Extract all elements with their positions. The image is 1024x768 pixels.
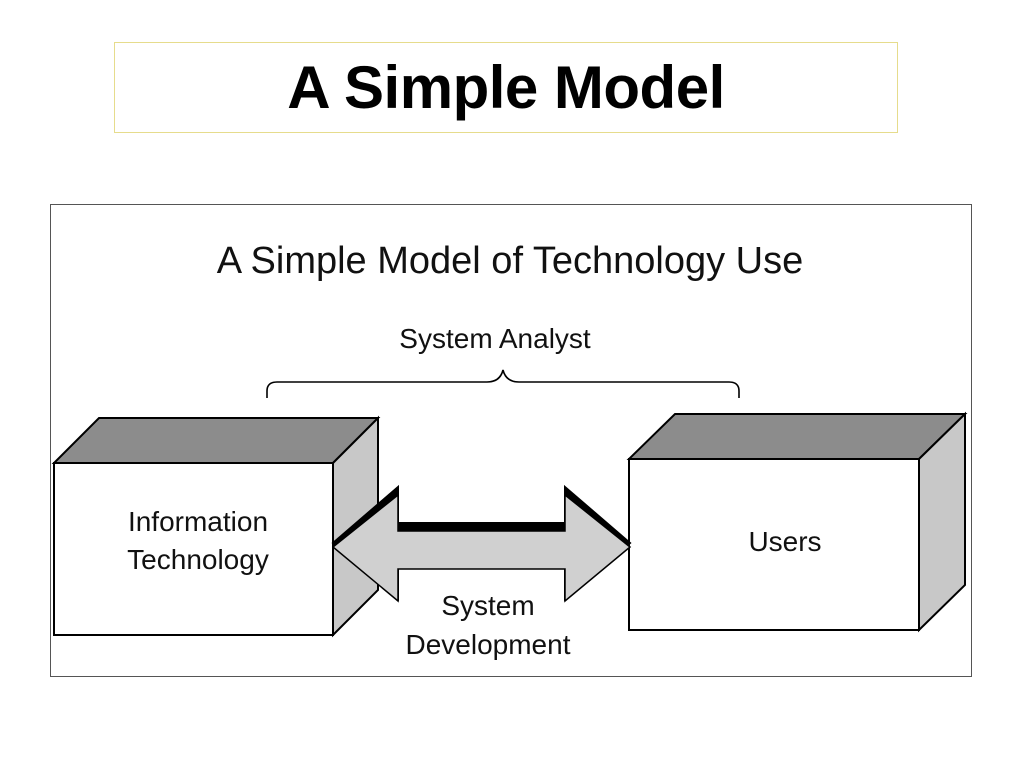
diagram-canvas: A Simple Model of Technology Use System … [51,240,968,660]
arrow-label-line2: Development [406,629,571,660]
diagram-heading: A Simple Model of Technology Use [217,240,804,282]
right-box-top [626,413,968,460]
brace-label: System Analyst [399,323,591,354]
left-box-label-line1: Information [128,506,268,537]
slide-title-box: A Simple Model [114,42,898,133]
left-box-front [53,462,334,636]
information-technology-box: Information Technology [51,415,381,638]
double-arrow-icon [331,484,632,603]
right-box-label: Users [748,526,821,557]
left-box-top [51,417,381,464]
brace-icon [266,369,740,398]
right-box-front [628,458,920,631]
left-box-label-line2: Technology [127,544,269,575]
slide-title: A Simple Model [287,53,725,121]
arrow-label-line1: System [441,590,534,621]
users-box: Users [626,411,968,633]
diagram-figure: A Simple Model of Technology Use System … [50,204,972,677]
arrow-body [331,493,632,603]
